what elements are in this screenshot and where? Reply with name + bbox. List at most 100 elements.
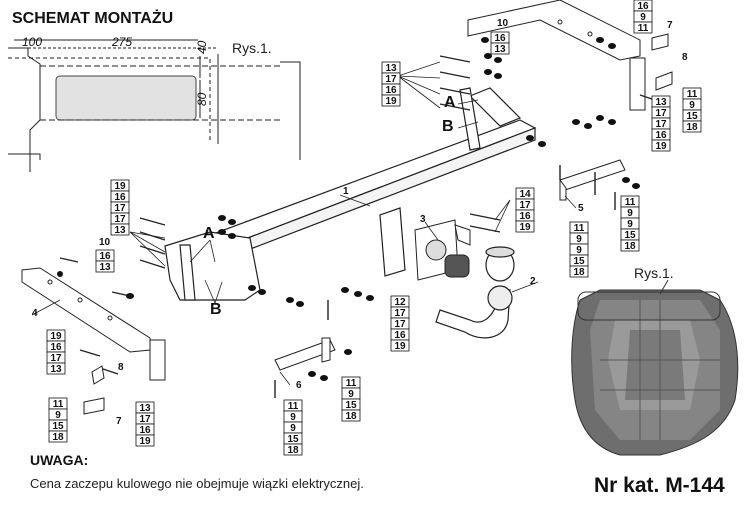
warning-title: UWAGA:: [30, 452, 89, 468]
part-number: 17: [139, 414, 151, 425]
part-number: 11: [346, 378, 357, 389]
part-number: 9: [576, 234, 582, 245]
part-number: 13: [99, 262, 111, 273]
part-box: [682, 120, 702, 133]
part-number: 18: [287, 445, 299, 456]
part-number: 19: [385, 96, 397, 107]
part-number: 11: [574, 223, 585, 234]
part-number: 9: [689, 100, 695, 111]
part-number: 17: [519, 200, 531, 211]
part-number: 15: [345, 400, 357, 411]
marker-a-right: A: [444, 94, 456, 111]
part-number: 19: [114, 181, 126, 192]
part-box: [390, 339, 410, 352]
tow-ball: [435, 246, 515, 339]
part-box: [283, 443, 303, 456]
warning-text: Cena zaczepu kulowego nie obejmuje wiązk…: [30, 476, 364, 491]
part-box: [515, 220, 535, 233]
part-number: 17: [50, 353, 62, 364]
callout-7a: 7: [116, 416, 122, 427]
part-number: 16: [655, 130, 667, 141]
part-number: 17: [394, 308, 406, 319]
part-number: 16: [637, 1, 649, 12]
part-number: 9: [627, 208, 633, 219]
part-number: 11: [638, 23, 649, 34]
socket-plate: [414, 219, 471, 281]
part-number: 15: [686, 111, 698, 122]
page-title: SCHEMAT MONTAŻU: [12, 10, 174, 27]
part-number: 15: [287, 434, 299, 445]
callout-10a: 10: [99, 237, 111, 248]
part-number: 16: [50, 342, 62, 353]
part-number: 19: [394, 341, 406, 352]
part-box: [48, 430, 68, 443]
left-side-bracket: [21, 267, 166, 381]
part-number: 16: [139, 425, 151, 436]
right-side-bracket: [467, 0, 646, 111]
part-number: 11: [625, 197, 636, 208]
dim-100: 100: [22, 35, 42, 49]
part-number: 11: [288, 401, 299, 412]
part-number: 9: [55, 410, 61, 421]
part-number: 18: [686, 122, 698, 133]
part-number: 9: [290, 412, 296, 423]
part-number: 12: [394, 297, 406, 308]
part-number: 9: [290, 423, 296, 434]
figure-label: Rys.1.: [232, 40, 272, 56]
callouts: 1 2 3 4 5 6 7 7 8 8 10 10: [32, 18, 688, 427]
small-brackets: [83, 33, 673, 415]
mounting-scheme-sketch: [8, 39, 301, 172]
part-number: 13: [139, 403, 151, 414]
part-number: 9: [640, 12, 646, 23]
bolt-groups: [59, 55, 656, 398]
crossbar-beam: [164, 87, 537, 301]
part-box: [651, 139, 671, 152]
callout-10b: 10: [497, 18, 509, 29]
marker-b-left: B: [210, 301, 222, 318]
part-number: 18: [624, 241, 636, 252]
part-box: [633, 21, 653, 34]
part-number: 18: [52, 432, 64, 443]
part-number: 18: [345, 411, 357, 422]
part-number: 16: [385, 85, 397, 96]
part-number: 17: [114, 203, 126, 214]
part-number: 13: [385, 63, 397, 74]
part-number: 17: [655, 119, 667, 130]
part-number: 11: [53, 399, 64, 410]
photo-label: Rys.1.: [634, 265, 674, 281]
nut-washers: [57, 37, 640, 381]
leader-lines: [31, 61, 577, 386]
part-number: 13: [114, 225, 126, 236]
part-number: 16: [494, 33, 506, 44]
dim-40: 40: [195, 40, 209, 54]
part-box: [569, 265, 589, 278]
part-number: 13: [50, 364, 62, 375]
part-number: 13: [655, 97, 667, 108]
marker-b-right: B: [442, 118, 454, 135]
part-number: 9: [348, 389, 354, 400]
part-number: 16: [519, 211, 531, 222]
part-number: 17: [394, 319, 406, 330]
part-number: 11: [687, 89, 698, 100]
callout-1: 1: [343, 186, 349, 197]
catalog-number: Nr kat. M-144: [594, 474, 725, 497]
part-number: 19: [519, 222, 531, 233]
part-box: [620, 239, 640, 252]
part-number: 17: [114, 214, 126, 225]
bracket-5: [559, 159, 626, 201]
part-number: 14: [519, 189, 531, 200]
part-number: 15: [573, 256, 585, 267]
